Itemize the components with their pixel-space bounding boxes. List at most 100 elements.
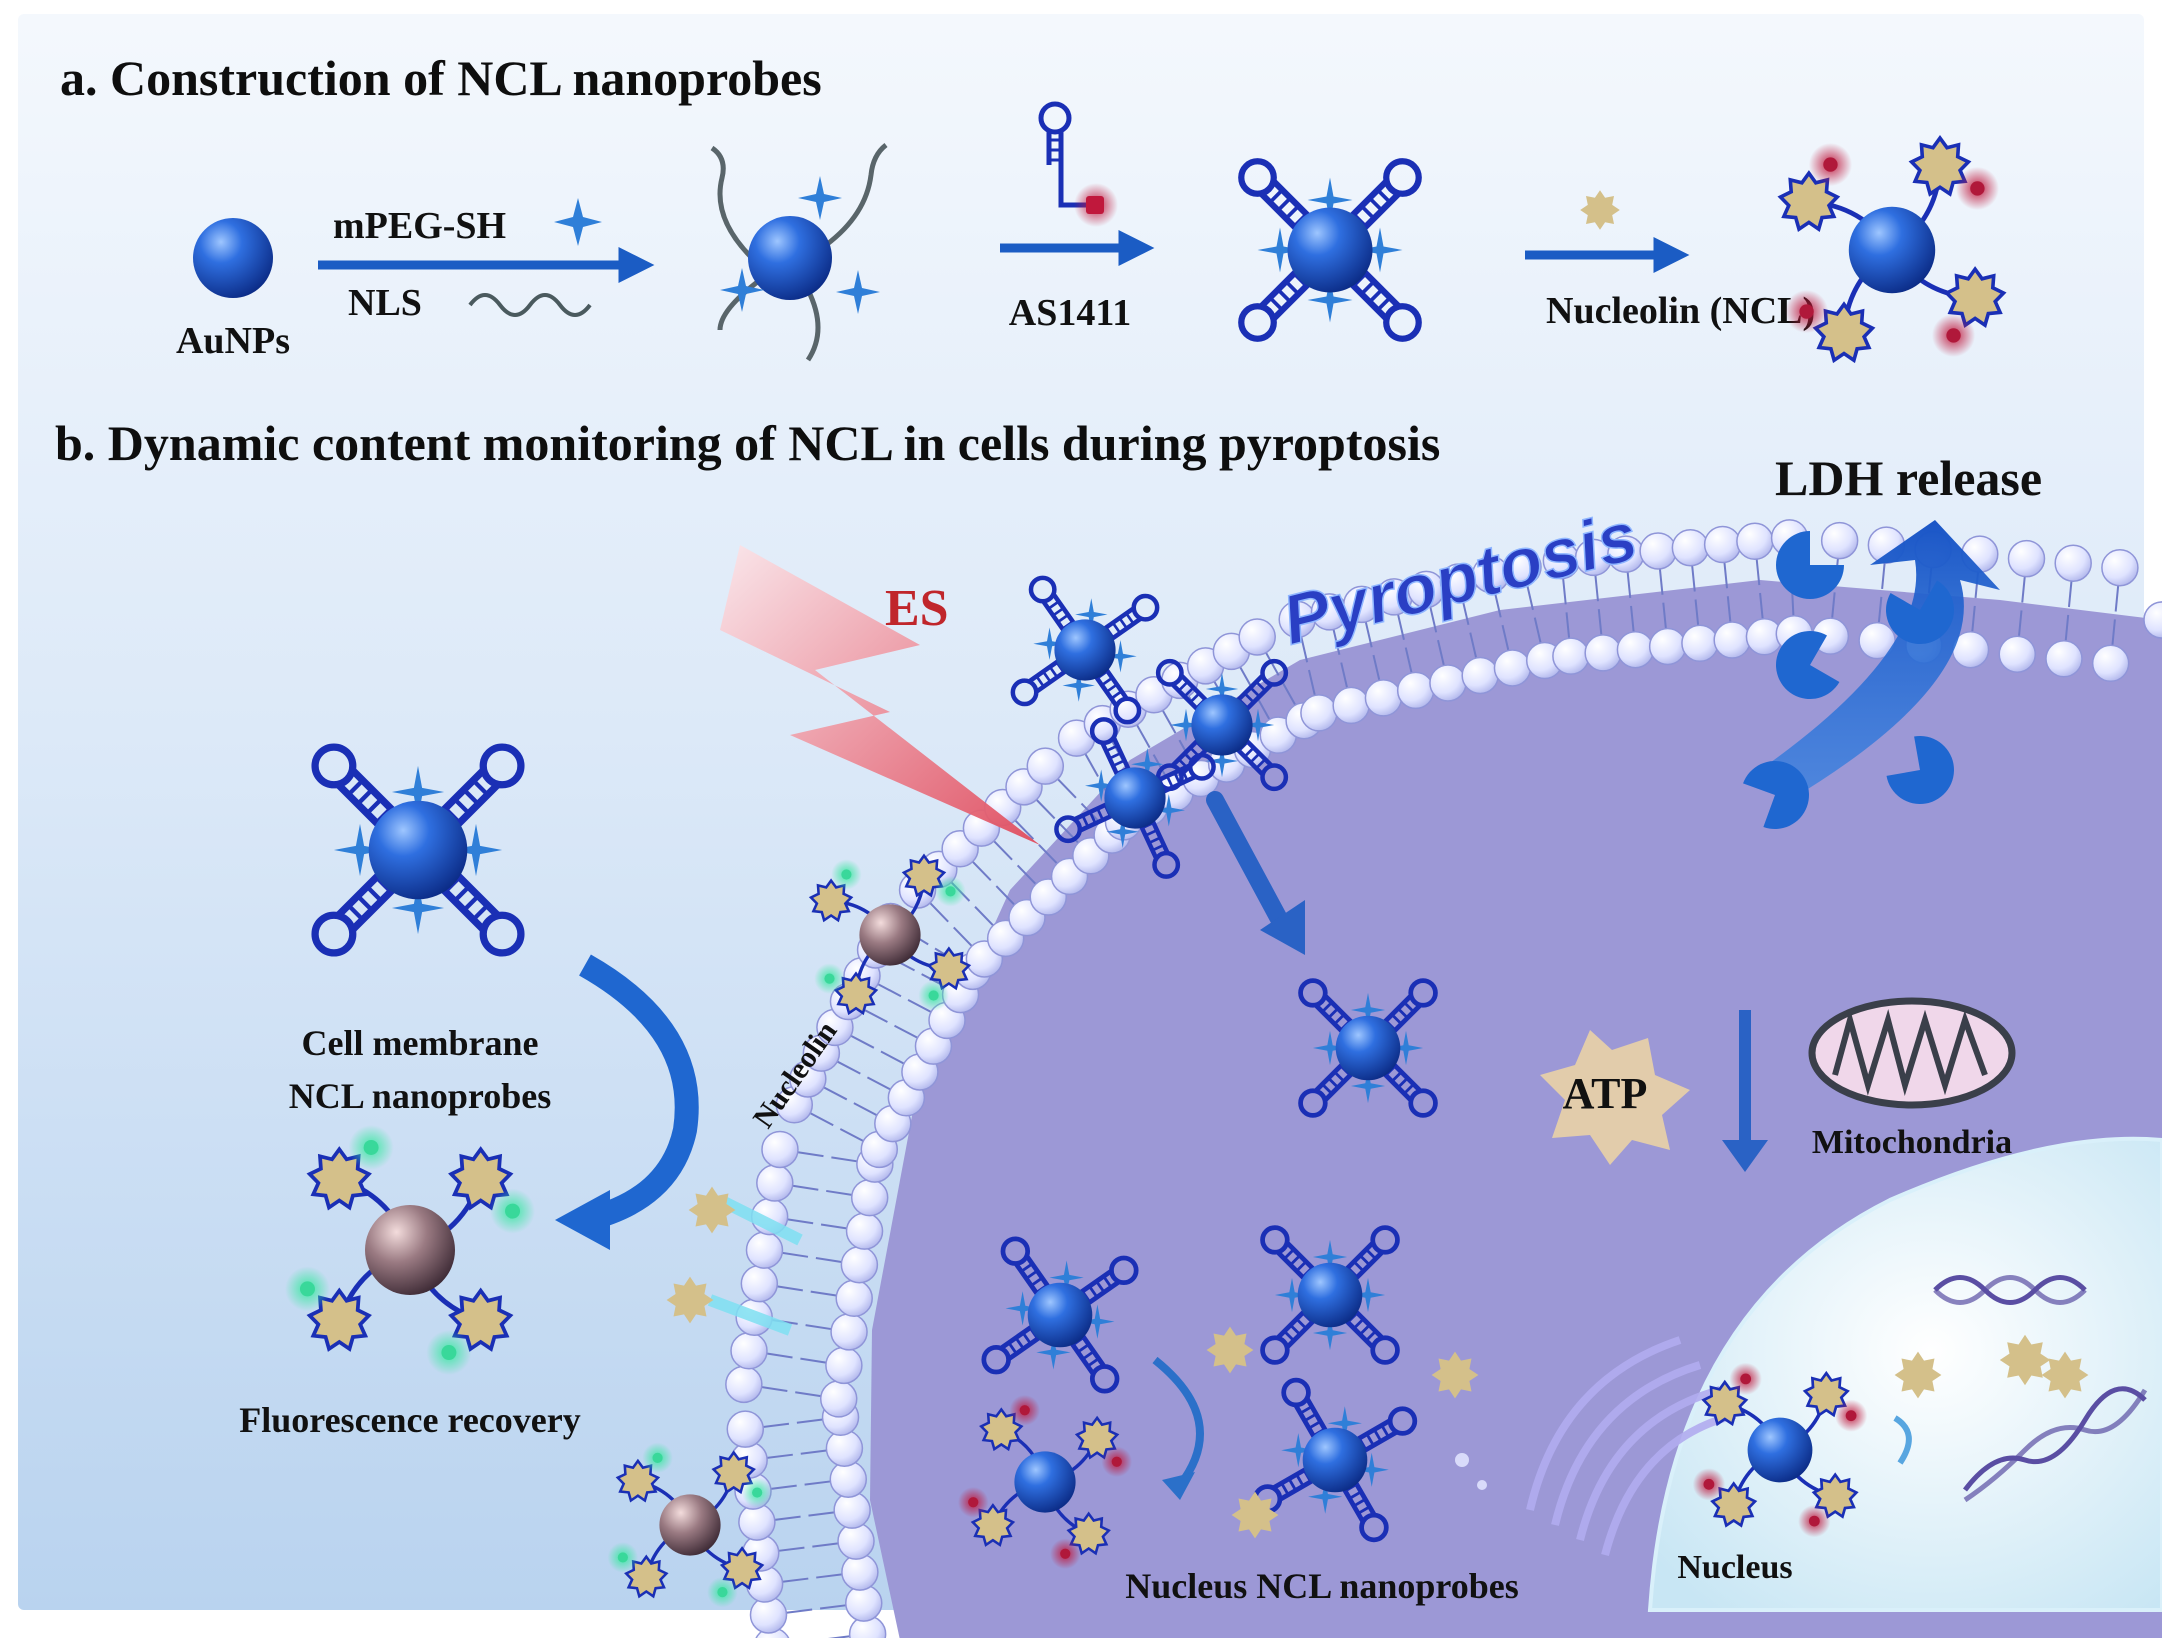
ldh-icon [1776, 631, 1840, 699]
ldh-molecules [1743, 531, 1954, 829]
ncl-label: Nucleolin (NCL) [1546, 290, 1815, 332]
lipid-head [1998, 635, 2037, 673]
as1411-aptamer-icon [1038, 101, 1118, 227]
ncl-protein-icon [1802, 1370, 1850, 1418]
peg-star-icon [1036, 1335, 1071, 1370]
lipid-head [740, 1264, 779, 1303]
bound-aptamer-arm [688, 1524, 765, 1608]
nanoprobe [607, 1442, 773, 1608]
peg-star-icon [1257, 227, 1303, 273]
bound-aptamer-arm [889, 853, 966, 937]
nucleus-probe-arrowhead [1162, 1472, 1195, 1500]
lipid-tail [757, 1385, 788, 1392]
ncl-protein-icon [2041, 1351, 2089, 1399]
ncl-protein-icon [970, 1503, 1016, 1547]
peg-star-icon [1205, 672, 1239, 706]
lipid-tail [1307, 669, 1317, 700]
lipid-head [1703, 525, 1742, 564]
peg-star-icon [1131, 748, 1164, 781]
nanoprobe [1777, 135, 2007, 364]
label-dot [841, 869, 852, 880]
lipid-tail [800, 1448, 831, 1455]
mitochondria-icon [1808, 997, 2016, 1109]
lipid-tail [1525, 580, 1534, 611]
peg-star-icon [1241, 708, 1275, 742]
lipid-tail [969, 858, 992, 882]
lipid-tail [1159, 706, 1177, 734]
lipid-tail [819, 1084, 848, 1101]
lipid-tail [1011, 816, 1035, 840]
ldh-icon [1776, 531, 1844, 599]
label-dot [617, 1552, 628, 1563]
ncl-protein-icon [1999, 1334, 2051, 1386]
nls-chain-icon [468, 293, 592, 317]
ncl-protein-icon [448, 1146, 514, 1211]
lipid-tail [1469, 632, 1479, 663]
lipid-tail [1561, 574, 1567, 605]
label-dot [441, 1345, 457, 1361]
lipid-head [1552, 637, 1590, 675]
nanoprobe [808, 853, 972, 1016]
peg-star-icon [1281, 1433, 1316, 1468]
lipid-tail [816, 1572, 847, 1579]
lipid-head [1671, 528, 1710, 567]
lipid-tail [1759, 592, 1765, 623]
lipid-head [845, 1212, 884, 1250]
gold-core [1027, 1282, 1093, 1348]
gold-core [1191, 694, 1253, 756]
peg-star-icon [1106, 815, 1139, 848]
gold-core [1747, 1417, 1813, 1483]
lipid-head [1584, 634, 1622, 672]
label-dot [1799, 304, 1814, 319]
lipid-tail [2067, 577, 2073, 608]
atp-label: ATP [1563, 1069, 1648, 1118]
lipid-tail [846, 1032, 875, 1049]
bound-aptamer-arm [1890, 135, 2000, 253]
lipid-head [1736, 522, 1774, 561]
lipid-head [1820, 521, 1859, 560]
lipid-tail [1033, 796, 1056, 820]
lipid-tail [820, 1223, 851, 1231]
dna-helix-icon [1933, 1275, 2087, 1305]
label-dot [1823, 157, 1838, 172]
peg-star-icon [1080, 1304, 1115, 1339]
bound-aptamer-arm [615, 1442, 692, 1526]
lipid-tail [773, 1284, 803, 1292]
lipid-head [2101, 548, 2139, 587]
lipid-tail [1396, 610, 1405, 641]
bound-aptamer-arm [957, 1480, 1046, 1547]
lipid-tail [1565, 612, 1571, 643]
lipid-tail [866, 1076, 895, 1093]
peg-star-icon [1307, 177, 1353, 223]
dna-helix-icon [1963, 1386, 2148, 1503]
ncl-protein-icon [1074, 1415, 1120, 1460]
ncl-protein-icon [448, 1287, 514, 1352]
nanoprobe [981, 1236, 1139, 1394]
ncl-protein-icon [615, 1458, 661, 1503]
lipid-tail [815, 1257, 846, 1264]
label-dot [824, 973, 835, 984]
ncl-protein-icon [688, 1186, 736, 1234]
lipid-tail [1331, 625, 1341, 655]
lipid-head [756, 1164, 794, 1202]
nanoprobe [1238, 158, 1422, 342]
lipid-head [725, 1365, 763, 1404]
nucleus-probe-curved-arrow [1152, 1356, 1204, 1488]
atp-decrease-arrowhead [1722, 1140, 1768, 1172]
lipid-tail [853, 1102, 881, 1118]
peg-star-icon [1357, 227, 1403, 273]
lipid-tail [1059, 823, 1082, 847]
atp-burst-icon [1540, 1030, 1690, 1165]
gold-core [1287, 207, 1373, 293]
probe-layer [284, 575, 2089, 1608]
lipid-tail [770, 1515, 801, 1522]
lipid-tail [1594, 571, 1599, 602]
lipid-tail [1016, 864, 1040, 888]
peg-star-icon [1307, 277, 1353, 323]
lipid-tail [774, 1546, 805, 1553]
label-dot [717, 1587, 728, 1598]
nanoprobe [1260, 1225, 1400, 1365]
lipid-tail [800, 1357, 831, 1365]
